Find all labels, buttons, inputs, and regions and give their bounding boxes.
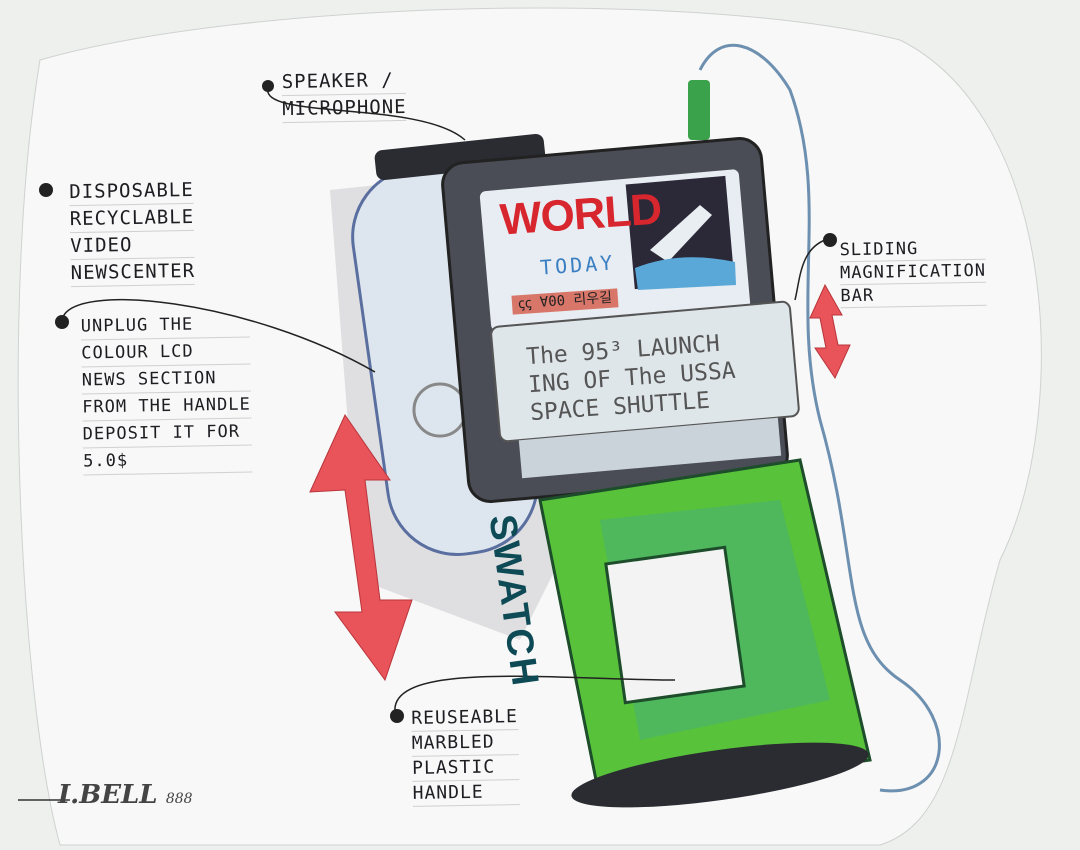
red-arrow-small xyxy=(809,283,851,380)
note-line: FROM THE HANDLE xyxy=(82,391,251,422)
signature: I.BELL 888 xyxy=(58,780,193,810)
note-line: PLASTIC xyxy=(412,755,519,782)
note-line: HANDLE xyxy=(412,780,520,807)
fine-print-strip xyxy=(518,417,782,479)
note-line: 5.0$ xyxy=(82,445,252,476)
note-line: SPEAKER / xyxy=(281,66,407,97)
speaker-grille xyxy=(374,133,546,181)
handle-end-cap xyxy=(571,742,869,808)
screen-subhead: TODAY xyxy=(539,250,616,280)
note-line: SLIDING xyxy=(839,236,986,263)
note-line: NEWS SECTION xyxy=(81,364,251,395)
note-line: UNPLUG THE xyxy=(80,310,250,341)
red-arrow-large xyxy=(309,413,413,682)
bullet-icons xyxy=(39,80,837,723)
shuttle-icon xyxy=(650,205,712,262)
leader-line xyxy=(267,87,466,141)
note-line: VIDEO xyxy=(70,230,195,261)
note-line: RECYCLABLE xyxy=(69,203,195,234)
leader-line xyxy=(61,298,376,373)
annotation-speaker: SPEAKER / MICROPHONE xyxy=(281,66,407,124)
annotation-unplug: UNPLUG THE COLOUR LCD NEWS SECTION FROM … xyxy=(80,310,252,476)
screen-masthead: WORLD xyxy=(498,184,663,245)
leader-line xyxy=(794,239,826,301)
lcd-headline: The 95³ LAUNCH ING OF The USSA SPACE SHU… xyxy=(525,329,738,427)
signature-name: I.BELL xyxy=(58,780,158,810)
annotation-disposable: DISPOSABLE RECYCLABLE VIDEO NEWSCENTER xyxy=(69,176,196,288)
note-line: REUSEABLE xyxy=(411,705,519,732)
plug-connector xyxy=(688,80,710,140)
magnification-bar xyxy=(490,300,800,443)
handle-grip-hole xyxy=(604,545,746,705)
note-line: MICROPHONE xyxy=(282,93,407,124)
signature-number: 888 xyxy=(165,791,193,807)
note-line: DEPOSIT IT FOR xyxy=(82,418,252,449)
note-line: MARBLED xyxy=(411,730,519,757)
earth-horizon xyxy=(635,257,736,290)
note-line: MAGNIFICATION xyxy=(839,259,987,286)
note-line: BAR xyxy=(840,282,987,309)
leader-line xyxy=(394,675,676,713)
note-line: COLOUR LCD xyxy=(81,337,251,368)
annotation-handle: REUSEABLE MARBLED PLASTIC HANDLE xyxy=(411,705,520,807)
annotation-sliding: SLIDING MAGNIFICATION BAR xyxy=(839,236,987,309)
note-line: DISPOSABLE xyxy=(69,176,194,207)
cable xyxy=(698,43,941,793)
note-line: NEWSCENTER xyxy=(70,257,196,288)
